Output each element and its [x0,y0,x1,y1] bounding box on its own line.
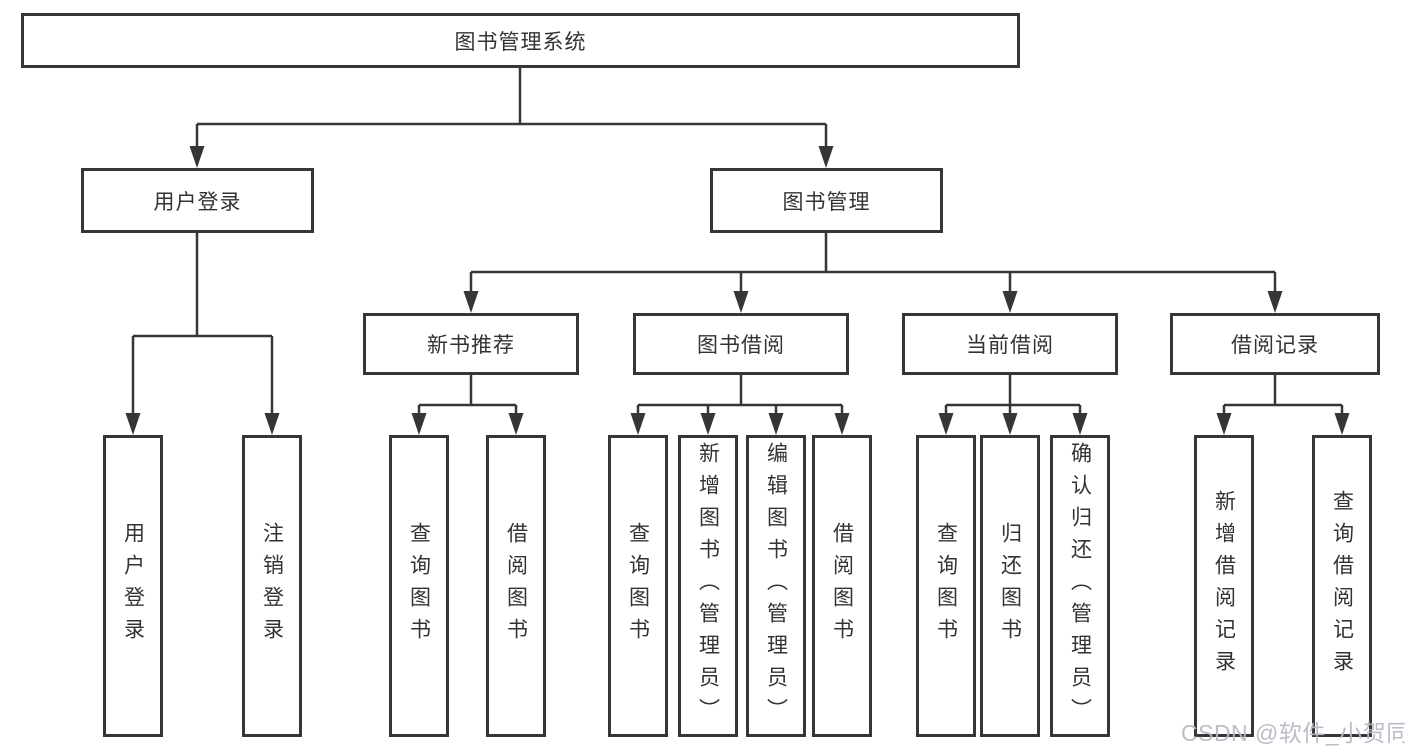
leaf-records-add-record: 新增借阅记录 [1194,435,1254,737]
watermark: CSDN @软件_小贺同学 [1181,720,1405,746]
node-label: 借阅记录 [1231,334,1319,357]
leaf-records-query-record: 查询借阅记录 [1312,435,1372,737]
node-book-borrowing: 图书借阅 [633,313,849,375]
leaf-label: 用户登录 [121,522,145,650]
leaf-current-confirm-return-admin: 确认归还（管理员） [1050,435,1110,737]
leaf-label: 查询借阅记录 [1330,490,1354,682]
node-user-login: 用户登录 [81,168,314,233]
leaf-newbook-borrow-books: 借阅图书 [486,435,546,737]
connector-records-to-leaves [1216,375,1350,435]
leaf-label: 新增借阅记录 [1212,490,1236,682]
leaf-label: 借阅图书 [830,522,854,650]
leaf-label: 查询图书 [626,522,650,650]
leaf-borrow-query-books: 查询图书 [608,435,668,737]
node-label: 图书借阅 [697,334,785,357]
node-label: 当前借阅 [966,334,1054,357]
node-new-book-recommendation: 新书推荐 [363,313,579,375]
leaf-borrow-borrow-books: 借阅图书 [812,435,872,737]
leaf-label: 注销登录 [260,522,284,650]
connector-user-login-to-leaves [125,233,280,435]
leaf-label: 归还图书 [998,522,1022,650]
leaf-current-return-books: 归还图书 [980,435,1040,737]
leaf-borrow-add-book-admin: 新增图书（管理员） [678,435,738,737]
leaf-label: 借阅图书 [504,522,528,650]
node-label: 用户登录 [153,190,242,214]
node-book-management: 图书管理 [710,168,943,233]
node-label: 图书管理系统 [454,30,587,54]
connector-current-to-leaves [938,375,1088,435]
leaf-label: 新增图书（管理员） [696,442,720,730]
node-current-borrowing: 当前借阅 [902,313,1118,375]
leaf-logout: 注销登录 [242,435,302,737]
node-library-management-system: 图书管理系统 [21,13,1020,68]
leaf-current-query-books: 查询图书 [916,435,976,737]
leaf-label: 查询图书 [934,522,958,650]
connector-book-mgmt-to-level3 [463,233,1283,313]
node-label: 图书管理 [782,190,871,214]
leaf-newbook-query-books: 查询图书 [389,435,449,737]
node-borrowing-records: 借阅记录 [1170,313,1380,375]
leaf-borrow-edit-book-admin: 编辑图书（管理员） [746,435,806,737]
leaf-label: 确认归还（管理员） [1068,442,1092,730]
connector-borrow-to-leaves [630,375,850,435]
leaf-label: 编辑图书（管理员） [764,442,788,730]
connector-root-to-level2 [189,68,834,168]
leaf-user-login: 用户登录 [103,435,163,737]
leaf-label: 查询图书 [407,522,431,650]
node-label: 新书推荐 [427,334,515,357]
connector-new-book-to-leaves [411,375,524,435]
